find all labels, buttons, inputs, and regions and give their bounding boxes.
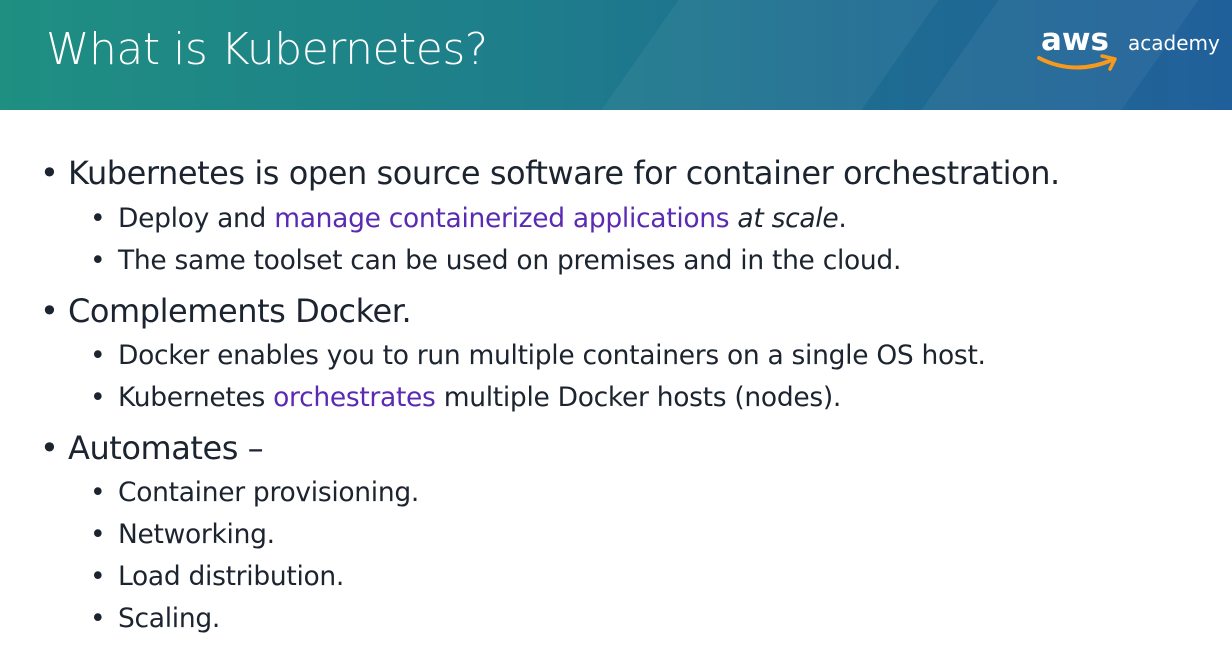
bullet-text-suffix: multiple Docker hosts (nodes).	[435, 382, 842, 413]
bullet-text-prefix: Kubernetes	[118, 382, 274, 413]
aws-smile-icon	[1037, 54, 1117, 71]
bullet-dot: •	[90, 340, 106, 371]
bullet-dot: •	[40, 292, 59, 330]
bullet-dot: •	[90, 203, 106, 234]
bullet-dot: •	[90, 519, 106, 550]
bullet-dot: •	[90, 382, 106, 413]
sub-bullet-item: • The same toolset can be used on premise…	[90, 244, 901, 278]
bullet-dot: •	[40, 154, 59, 192]
bullet-dot: •	[90, 603, 106, 634]
bullet-dot: •	[40, 429, 59, 467]
bullet-text: Docker enables you to run multiple conta…	[118, 340, 986, 371]
bullet-text: Kubernetes is open source software for c…	[68, 154, 1060, 192]
bullet-item: •Automates –	[40, 428, 264, 468]
logo-academy-text: academy	[1128, 31, 1220, 55]
highlight-text: manage containerized applications	[274, 203, 730, 234]
slide-title: What is Kubernetes?	[46, 24, 488, 75]
italic-text: at scale	[729, 203, 839, 234]
sub-bullet-item: • Networking.	[90, 518, 275, 552]
slide-header: What is Kubernetes? aws academy	[0, 0, 1232, 110]
sub-bullet-item: • Deploy and manage containerized applica…	[90, 202, 847, 236]
bullet-text: Complements Docker.	[68, 292, 412, 330]
bullet-text: Automates –	[68, 429, 264, 467]
bullet-text-suffix: .	[838, 203, 847, 234]
sub-bullet-item: • Container provisioning.	[90, 476, 419, 510]
bullet-text: Networking.	[118, 519, 275, 550]
bullet-item: •Complements Docker.	[40, 291, 412, 331]
bullet-dot: •	[90, 245, 106, 276]
bullet-item: •Kubernetes is open source software for …	[40, 153, 1060, 193]
aws-academy-logo: aws academy	[1034, 18, 1229, 88]
bullet-text: The same toolset can be used on premises…	[118, 245, 902, 276]
bullet-dot: •	[90, 561, 106, 592]
bullet-text: Container provisioning.	[118, 477, 419, 508]
bullet-text: Load distribution.	[118, 561, 345, 592]
sub-bullet-item: • Docker enables you to run multiple cont…	[90, 339, 986, 373]
bullet-text-prefix: Deploy and	[118, 203, 275, 234]
sub-bullet-item: • Kubernetes orchestrates multiple Docker…	[90, 381, 841, 415]
bullet-text: Scaling.	[118, 603, 220, 634]
sub-bullet-item: • Scaling.	[90, 602, 220, 636]
bullet-dot: •	[90, 477, 106, 508]
sub-bullet-item: • Load distribution.	[90, 560, 344, 594]
logo-aws-text: aws	[1041, 22, 1110, 58]
highlight-text: orchestrates	[273, 382, 436, 413]
